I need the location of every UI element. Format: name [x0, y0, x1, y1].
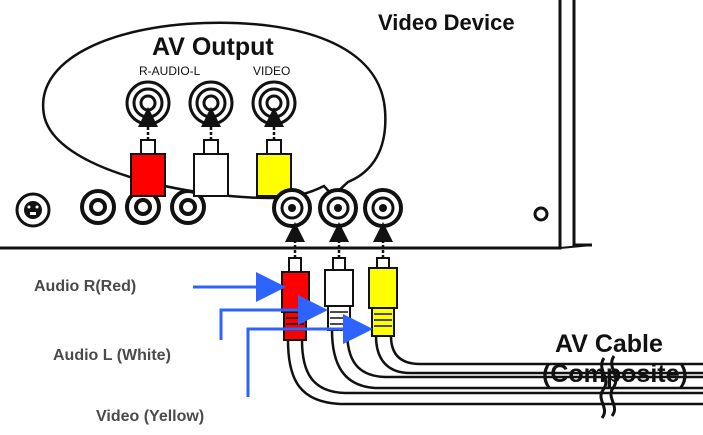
callout-video: Video (Yellow): [96, 408, 205, 425]
output-jack-audio-l: [318, 188, 358, 228]
plug-white: [324, 257, 354, 331]
bubble-plug-white: [193, 139, 229, 197]
plug-red: [281, 257, 310, 341]
rca-jack: [170, 189, 206, 225]
video-device-body: [0, 0, 593, 250]
cable-break-icon: [599, 357, 608, 419]
av-output-title: AV Output: [152, 33, 274, 61]
cable-title-line2: (Composite): [542, 360, 688, 388]
rca-jack: [125, 189, 161, 225]
plug-yellow: [368, 257, 398, 337]
bubble-plug-yellow: [256, 139, 292, 197]
pointer-arrow-audio-l: [219, 295, 328, 340]
output-jack-audio-r: [272, 188, 312, 228]
av-cable: [286, 329, 703, 406]
device-title: Video Device: [378, 10, 515, 35]
cable-title-line1: AV Cable: [555, 330, 663, 358]
screw-hole-icon: [533, 206, 549, 222]
rca-jack: [80, 189, 116, 225]
video-jack-label: VIDEO: [253, 64, 291, 78]
callout-audio-r: Audio R(Red): [34, 278, 137, 295]
output-jack-video: [363, 188, 403, 228]
pointer-arrow-video: [246, 314, 373, 397]
callout-audio-l: Audio L (White): [53, 347, 171, 364]
audio-jack-label: R-AUDIO-L: [139, 64, 201, 78]
s-video-jack: [15, 192, 51, 228]
bubble-plug-red: [130, 139, 166, 197]
